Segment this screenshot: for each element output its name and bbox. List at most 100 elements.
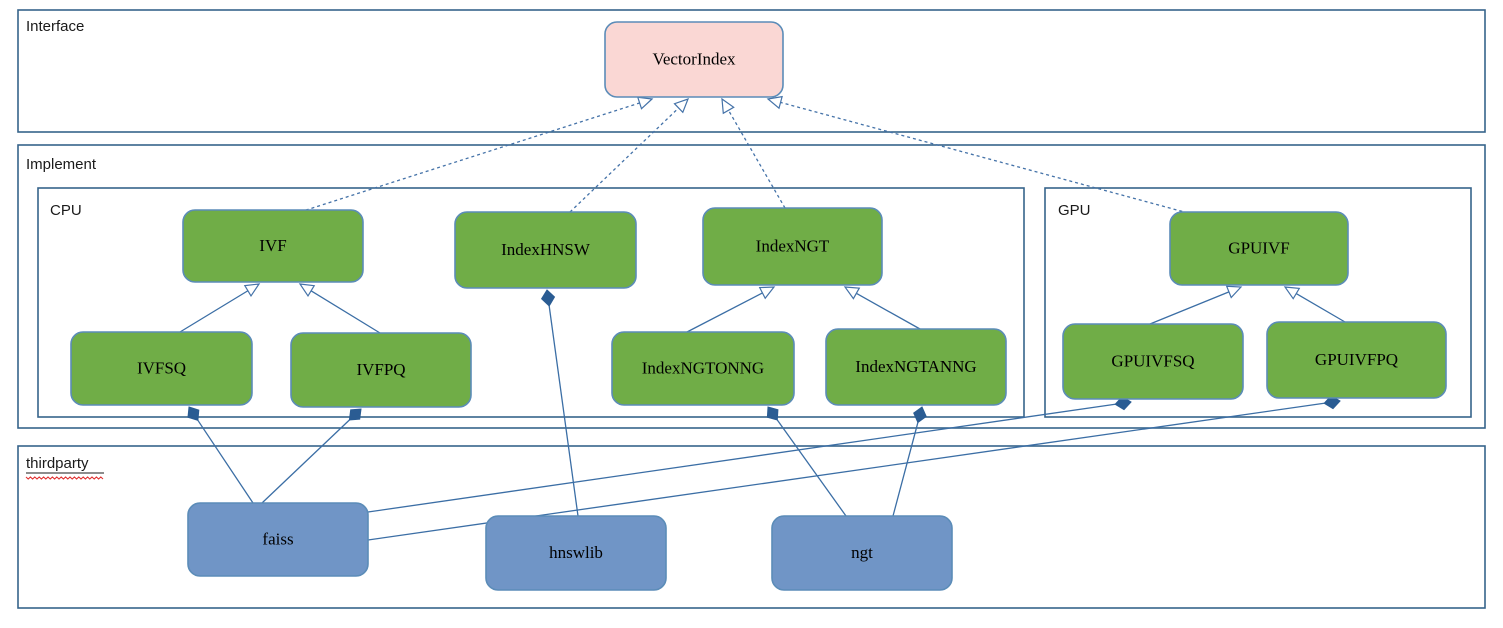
realization-triangle-marker bbox=[673, 98, 690, 114]
edges-layer bbox=[179, 95, 1346, 541]
node-ngt[interactable]: ngt bbox=[771, 515, 953, 591]
node-label-indexhnsw: IndexHNSW bbox=[501, 240, 591, 259]
node-label-vectorindex: VectorIndex bbox=[652, 49, 736, 68]
node-box-indexhnsw[interactable] bbox=[454, 211, 637, 289]
edge-ngt-to-indexngtanng bbox=[892, 406, 927, 517]
node-box-indexngt[interactable] bbox=[702, 207, 883, 286]
node-box-gpuivfpq[interactable] bbox=[1266, 321, 1447, 399]
node-label-indexngtanng: IndexNGTANNG bbox=[855, 357, 976, 376]
frame-implement: Implement bbox=[17, 144, 1486, 429]
node-indexngtanng[interactable]: IndexNGTANNG bbox=[825, 328, 1007, 406]
composition-diamond-marker bbox=[766, 406, 779, 421]
inheritance-triangle-marker bbox=[298, 283, 316, 298]
frame-label-interface: Interface bbox=[26, 18, 84, 35]
node-hnswlib[interactable]: hnswlib bbox=[485, 515, 667, 591]
edge-line bbox=[179, 290, 249, 333]
node-label-indexngtonng: IndexNGTONNG bbox=[642, 358, 764, 377]
edge-ngt-to-indexngtonng bbox=[766, 406, 847, 517]
node-faiss[interactable]: faiss bbox=[187, 502, 369, 577]
node-label-ivfpq: IVFPQ bbox=[356, 360, 405, 379]
frame-border-gpu bbox=[1044, 187, 1472, 418]
frame-label-cpu: CPU bbox=[50, 202, 82, 219]
node-box-ngt[interactable] bbox=[771, 515, 953, 591]
edge-ivf-to-vectorindex bbox=[299, 96, 654, 213]
node-indexngt[interactable]: IndexNGT bbox=[702, 207, 883, 286]
frame-border-thirdparty bbox=[17, 445, 1486, 609]
edge-gpuivfpq-to-gpuivf bbox=[1283, 286, 1346, 323]
node-label-gpuivf: GPUIVF bbox=[1228, 238, 1289, 257]
node-label-gpuivfsq: GPUIVFSQ bbox=[1111, 351, 1194, 370]
edge-gpuivfsq-to-gpuivf bbox=[1149, 285, 1243, 325]
frame-gpu: GPU bbox=[1044, 187, 1472, 418]
edge-ivfpq-to-ivf bbox=[298, 283, 381, 334]
frame-cpu: CPU bbox=[37, 187, 1025, 418]
edge-faiss-to-ivfsq bbox=[187, 406, 254, 504]
edge-line bbox=[856, 292, 921, 330]
node-indexhnsw[interactable]: IndexHNSW bbox=[454, 211, 637, 289]
node-box-faiss[interactable] bbox=[187, 502, 369, 577]
frame-interface: Interface bbox=[17, 9, 1486, 133]
node-gpuivfsq[interactable]: GPUIVFSQ bbox=[1062, 323, 1244, 400]
edge-line bbox=[776, 419, 847, 517]
node-label-ivf: IVF bbox=[259, 236, 286, 255]
edge-gpuivf-to-vectorindex bbox=[766, 95, 1189, 214]
edge-faiss-to-ivfpq bbox=[261, 408, 362, 504]
realization-triangle-marker bbox=[766, 95, 783, 110]
node-vectorindex[interactable]: VectorIndex bbox=[604, 21, 784, 98]
edge-indexngt-to-vectorindex bbox=[721, 97, 786, 209]
edge-line bbox=[892, 422, 919, 517]
node-box-ivf[interactable] bbox=[182, 209, 364, 283]
node-ivf[interactable]: IVF bbox=[182, 209, 364, 283]
edge-indexhnsw-to-vectorindex bbox=[569, 98, 690, 213]
realization-triangle-marker bbox=[636, 96, 654, 110]
edge-line bbox=[299, 102, 640, 213]
edge-line bbox=[261, 419, 350, 504]
node-box-gpuivfsq[interactable] bbox=[1062, 323, 1244, 400]
inheritance-triangle-marker bbox=[1225, 285, 1243, 299]
node-ivfsq[interactable]: IVFSQ bbox=[70, 331, 253, 406]
node-box-vectorindex[interactable] bbox=[604, 21, 784, 98]
edge-line bbox=[1149, 291, 1230, 325]
edge-line bbox=[197, 419, 254, 504]
inheritance-triangle-marker bbox=[1283, 286, 1301, 300]
frame-label-gpu: GPU bbox=[1058, 202, 1091, 219]
composition-diamond-marker bbox=[540, 289, 556, 307]
composition-diamond-marker bbox=[348, 408, 362, 421]
node-gpuivfpq[interactable]: GPUIVFPQ bbox=[1266, 321, 1447, 399]
inheritance-triangle-marker bbox=[843, 286, 861, 300]
spellcheck-squiggle-thirdparty bbox=[25, 476, 104, 480]
inheritance-triangle-marker bbox=[243, 283, 261, 298]
node-box-hnswlib[interactable] bbox=[485, 515, 667, 591]
edge-line bbox=[727, 109, 786, 209]
frame-border-cpu bbox=[37, 187, 1025, 418]
frame-label-implement: Implement bbox=[26, 156, 97, 173]
edge-line bbox=[569, 107, 680, 213]
node-box-gpuivf[interactable] bbox=[1169, 211, 1349, 286]
node-box-indexngtonng[interactable] bbox=[611, 331, 795, 406]
frame-thirdparty: thirdparty bbox=[17, 445, 1486, 609]
node-label-gpuivfpq: GPUIVFPQ bbox=[1315, 350, 1398, 369]
composition-diamond-marker bbox=[187, 406, 200, 421]
node-label-ngt: ngt bbox=[851, 543, 873, 562]
node-box-ivfsq[interactable] bbox=[70, 331, 253, 406]
node-box-indexngtanng[interactable] bbox=[825, 328, 1007, 406]
frame-border-implement bbox=[17, 144, 1486, 429]
edge-line bbox=[367, 403, 1116, 513]
node-label-faiss: faiss bbox=[262, 529, 293, 548]
node-ivfpq[interactable]: IVFPQ bbox=[290, 332, 472, 408]
inheritance-triangle-marker bbox=[758, 286, 776, 300]
node-label-indexngt: IndexNGT bbox=[756, 236, 830, 255]
edge-line bbox=[548, 305, 579, 517]
node-indexngtonng[interactable]: IndexNGTONNG bbox=[611, 331, 795, 406]
composition-diamond-marker bbox=[913, 406, 927, 424]
edge-line bbox=[780, 101, 1189, 214]
node-label-ivfsq: IVFSQ bbox=[137, 358, 186, 377]
node-gpuivf[interactable]: GPUIVF bbox=[1169, 211, 1349, 286]
node-box-ivfpq[interactable] bbox=[290, 332, 472, 408]
frame-border-interface bbox=[17, 9, 1486, 133]
node-label-hnswlib: hnswlib bbox=[549, 543, 603, 562]
edge-indexngtanng-to-indexngt bbox=[843, 286, 921, 330]
